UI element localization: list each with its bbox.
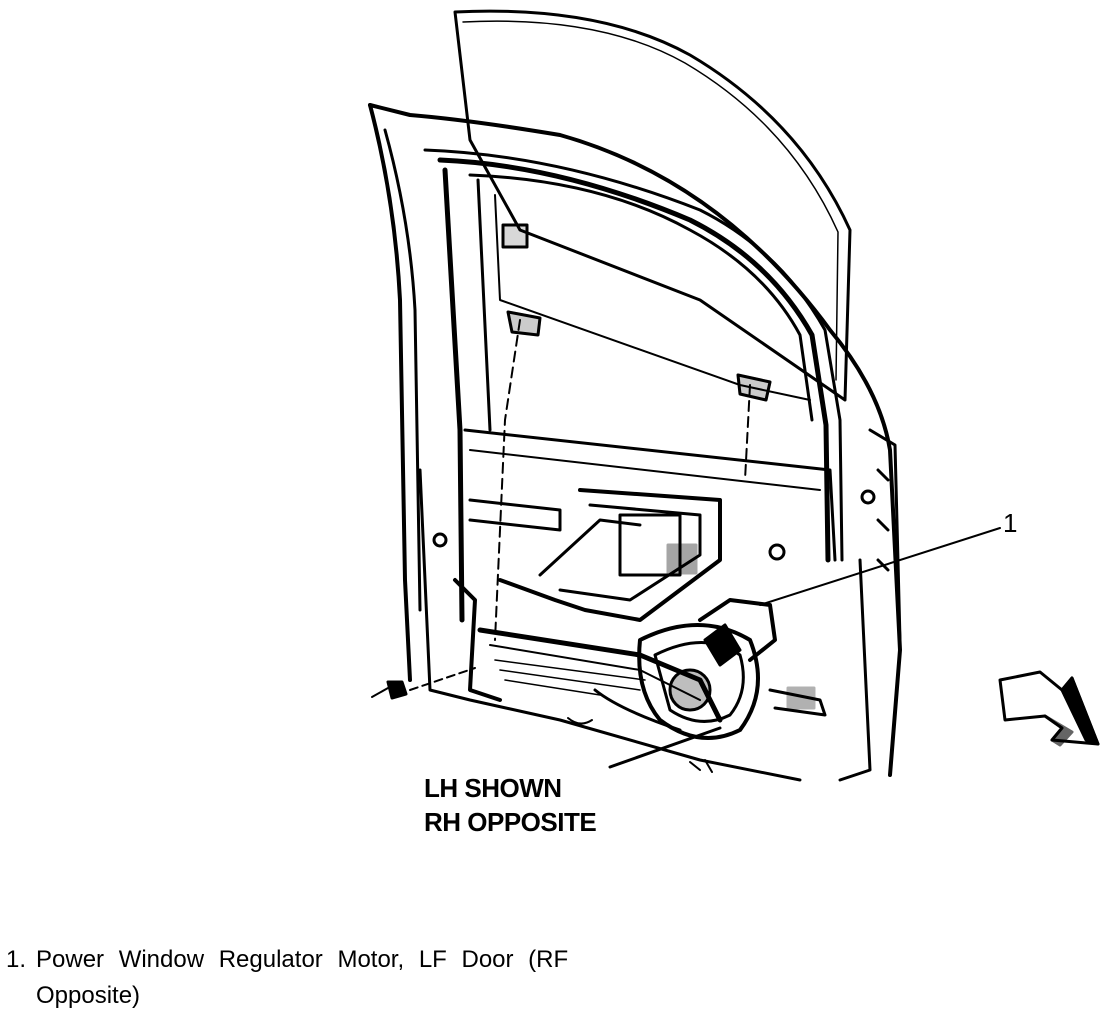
window-regulator [477,488,723,732]
callout-leader-line [759,527,1001,606]
note-lh-shown: LH SHOWN [424,773,562,803]
door-assembly-diagram [368,9,1100,782]
regulator-motor [637,598,827,740]
legend-item-number: 1. [6,946,27,973]
window-glass [453,9,852,402]
inner-door-panel [418,428,876,782]
door-frame [368,103,902,777]
note-rh-opposite: RH OPPOSITE [424,807,597,837]
callout-number: 1 [1003,508,1018,538]
glass-run-channels [494,194,811,641]
front-arrow-icon [998,670,1100,747]
legend-item-text: Power Window Regulator Motor, LF Door (R… [36,946,569,1009]
fastener-leaders [371,667,722,773]
